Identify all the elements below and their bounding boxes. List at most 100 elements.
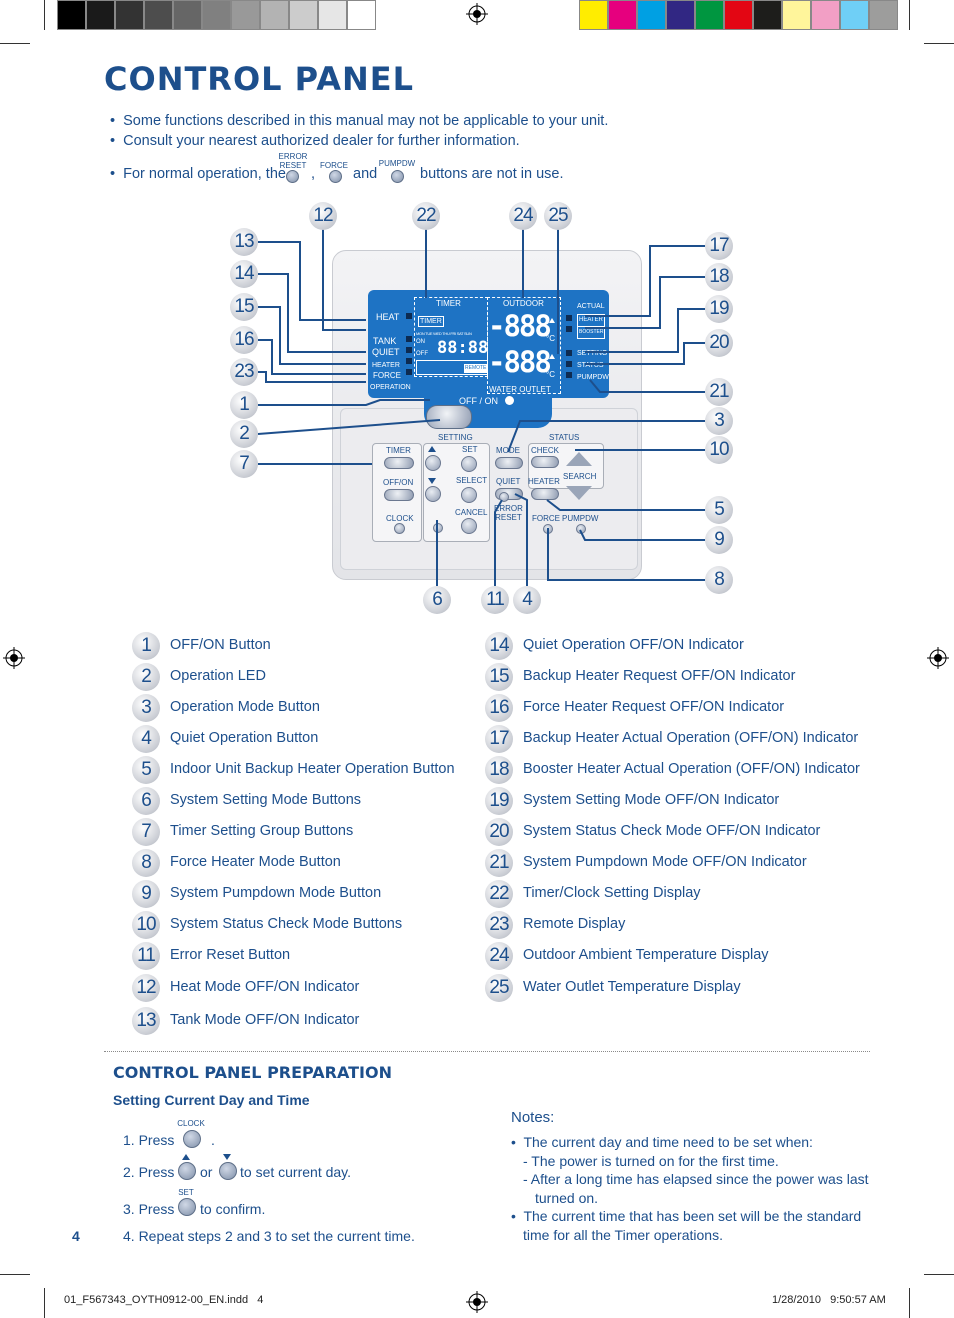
clock-button[interactable] bbox=[394, 523, 405, 534]
color-swatch bbox=[86, 0, 115, 30]
step-2: 2. Press bbox=[123, 1164, 175, 1180]
legend-label: Heat Mode OFF/ON Indicator bbox=[170, 979, 360, 995]
normal-op-suffix: buttons are not in use. bbox=[420, 166, 564, 182]
key-set-label: SET bbox=[462, 445, 478, 454]
color-swatch bbox=[811, 0, 840, 30]
legend-label: Operation LED bbox=[170, 668, 266, 684]
legend-number: 23 bbox=[485, 911, 513, 939]
footer-file: 01_F567343_OYTH0912-00_EN.indd 4 bbox=[64, 1294, 264, 1306]
legend-label: System Status Check Mode OFF/ON Indicato… bbox=[523, 823, 821, 839]
up-button-icon bbox=[178, 1162, 196, 1180]
notes-heading: Notes: bbox=[511, 1109, 555, 1126]
legend-label: Tank Mode OFF/ON Indicator bbox=[170, 1012, 360, 1028]
lcd-remote: REMOTE bbox=[464, 364, 488, 373]
key-quiet-label: QUIET bbox=[496, 477, 521, 486]
callout-16: 16 bbox=[230, 326, 258, 354]
lcd-pumpdw: PUMPDW bbox=[577, 374, 609, 381]
step-3: 3. Press bbox=[123, 1201, 175, 1217]
lcd-actual: ACTUAL bbox=[577, 303, 605, 310]
key-clock-label: CLOCK bbox=[386, 514, 414, 523]
registration-mark-icon bbox=[466, 3, 488, 30]
legend-number: 5 bbox=[132, 756, 160, 784]
callout-4: 4 bbox=[513, 586, 541, 614]
select-button[interactable] bbox=[461, 487, 477, 503]
callout-7: 7 bbox=[230, 450, 258, 478]
callout-24: 24 bbox=[509, 202, 537, 230]
pumpdw-button-icon bbox=[391, 170, 404, 183]
step-3-end: to confirm. bbox=[200, 1201, 266, 1217]
lcd-up-arrow-icon bbox=[549, 354, 555, 359]
pumpdw-label: PUMPDW bbox=[378, 159, 416, 168]
timer-button[interactable] bbox=[384, 457, 414, 469]
color-swatch bbox=[347, 0, 376, 30]
lcd-setting: SETTING bbox=[577, 350, 608, 357]
key-setting-label: SETTING bbox=[438, 433, 473, 442]
down-button[interactable] bbox=[425, 486, 441, 502]
set-label: SET bbox=[178, 1188, 194, 1197]
legend-label: Force Heater Mode Button bbox=[170, 854, 341, 870]
heater-button[interactable] bbox=[531, 488, 559, 500]
error-reset-label: ERROR RESET bbox=[278, 152, 308, 170]
set-button[interactable] bbox=[461, 456, 477, 472]
legend-label: System Pumpdown Mode OFF/ON Indicator bbox=[523, 854, 807, 870]
callout-18: 18 bbox=[705, 263, 733, 291]
crop-mark bbox=[0, 43, 30, 44]
key-select-label: SELECT bbox=[456, 476, 488, 485]
legend-number: 24 bbox=[485, 942, 513, 970]
legend-label: Remote Display bbox=[523, 916, 626, 932]
power-icon bbox=[505, 396, 514, 405]
legend-number: 3 bbox=[132, 694, 160, 722]
status-down-button[interactable] bbox=[566, 486, 592, 500]
legend-number: 2 bbox=[132, 663, 160, 691]
off-on-button[interactable] bbox=[426, 405, 472, 429]
legend-number: 16 bbox=[485, 694, 513, 722]
legend-label: Timer/Clock Setting Display bbox=[523, 885, 701, 901]
lcd-booster: BOOSTER bbox=[577, 326, 606, 339]
footer-date: 1/28/2010 9:50:57 AM bbox=[772, 1294, 886, 1306]
legend-label: Water Outlet Temperature Display bbox=[523, 979, 741, 995]
color-swatch bbox=[115, 0, 144, 30]
check-button[interactable] bbox=[531, 456, 559, 468]
legend-number: 22 bbox=[485, 880, 513, 908]
legend-number: 1 bbox=[132, 632, 160, 660]
down-button-icon bbox=[219, 1162, 237, 1180]
legend-label: System Setting Mode OFF/ON Indicator bbox=[523, 792, 780, 808]
color-swatch bbox=[637, 0, 666, 30]
lcd-unit-1: °C bbox=[546, 334, 555, 343]
status-up-button[interactable] bbox=[566, 452, 592, 466]
up-button[interactable] bbox=[425, 455, 441, 471]
legend-label: System Status Check Mode Buttons bbox=[170, 916, 403, 932]
lcd-outdoor: OUTDOOR bbox=[503, 299, 544, 308]
callout-15: 15 bbox=[230, 293, 258, 321]
crop-mark bbox=[909, 1288, 910, 1318]
lcd-heat: HEAT bbox=[376, 312, 400, 322]
timer-off-on-button[interactable] bbox=[384, 489, 414, 501]
lcd-on: ON bbox=[416, 339, 425, 345]
legend-label: Outdoor Ambient Temperature Display bbox=[523, 947, 769, 963]
step-1: 1. Press bbox=[123, 1132, 175, 1148]
registration-mark-icon bbox=[927, 647, 949, 674]
callout-21: 21 bbox=[705, 378, 733, 406]
key-timer-label: TIMER bbox=[386, 446, 411, 455]
legend-label: Quiet Operation Button bbox=[170, 730, 319, 746]
color-bar bbox=[579, 0, 898, 30]
color-swatch bbox=[57, 0, 86, 30]
cancel-button[interactable] bbox=[461, 518, 477, 534]
registration-mark-icon bbox=[3, 647, 25, 674]
lcd-water-outlet: WATER OUTLET bbox=[489, 385, 551, 394]
legend-number: 12 bbox=[132, 974, 160, 1002]
lcd-off: OFF bbox=[416, 351, 428, 357]
callout-23: 23 bbox=[230, 358, 258, 386]
down-arrow-icon bbox=[428, 478, 436, 484]
callout-22: 22 bbox=[412, 202, 440, 230]
color-swatch bbox=[318, 0, 347, 30]
callout-13: 13 bbox=[230, 228, 258, 256]
legend-number: 17 bbox=[485, 725, 513, 753]
color-swatch bbox=[840, 0, 869, 30]
color-swatch bbox=[202, 0, 231, 30]
mode-button[interactable] bbox=[495, 457, 523, 469]
legend-number: 6 bbox=[132, 787, 160, 815]
error-reset-small-button[interactable] bbox=[499, 492, 509, 502]
color-swatch bbox=[608, 0, 637, 30]
legend-number: 10 bbox=[132, 911, 160, 939]
